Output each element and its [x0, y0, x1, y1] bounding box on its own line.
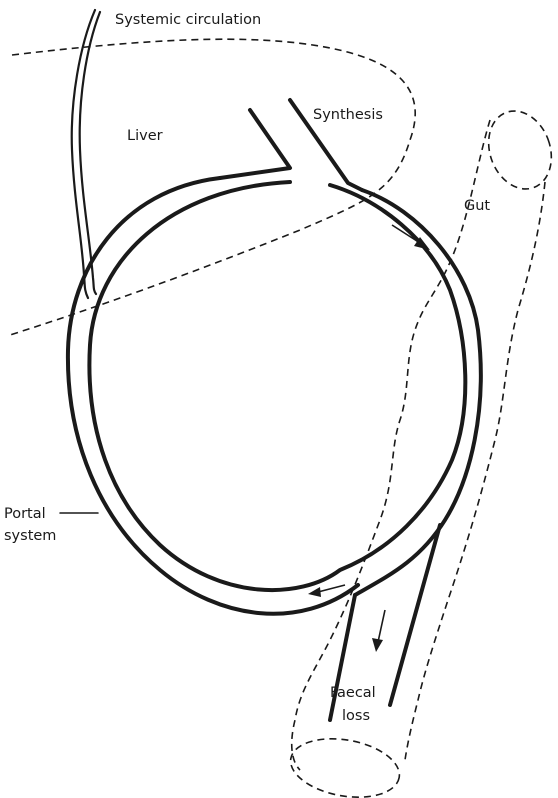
faecal-loss-label-line1: Faecal: [330, 685, 376, 701]
liver-label: Liver: [127, 128, 163, 144]
systemic-circulation-label: Systemic circulation: [115, 12, 261, 28]
gut-outline: [286, 102, 558, 798]
gut-label: Gut: [464, 198, 490, 214]
portal-system-label-line1: Portal: [4, 506, 46, 522]
portal-system-label-line2: system: [4, 528, 56, 544]
synthesis-label: Synthesis: [313, 107, 383, 123]
faecal-loss-arrow: [372, 610, 385, 652]
faecal-loss-label-line2: loss: [342, 708, 370, 724]
